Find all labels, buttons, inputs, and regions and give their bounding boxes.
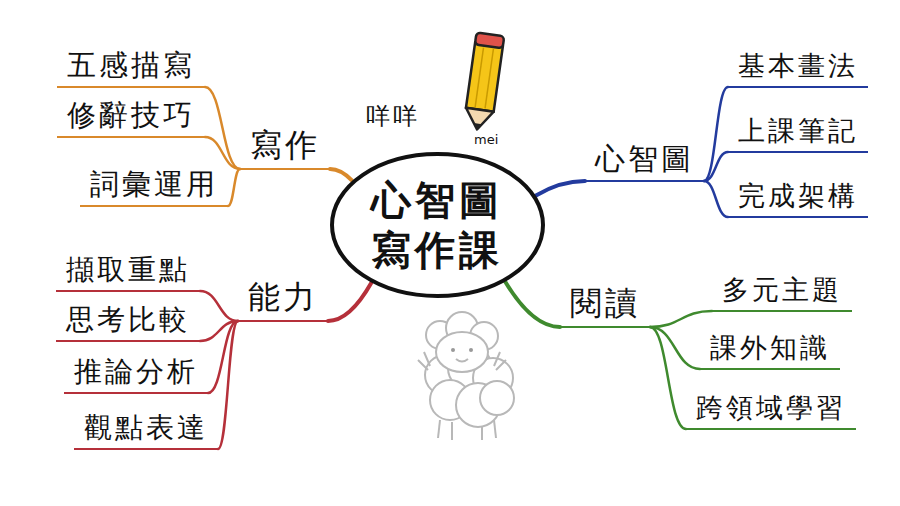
center-topic: 心智圖 寫作課: [330, 152, 545, 298]
center-ellipse: [330, 152, 545, 298]
topic-text: 閱讀: [570, 283, 640, 323]
branch-line: [218, 321, 238, 449]
branch-line: [205, 87, 240, 169]
topic-text: 多元主題: [722, 273, 842, 307]
branch-line: [200, 291, 238, 321]
topic-text: 寫作: [250, 125, 320, 165]
pencil-signature: mei: [474, 132, 498, 147]
topic-text: 完成架構: [738, 179, 858, 213]
branch-topic: 寫作: [240, 123, 330, 170]
topic-text: 心智圖: [595, 140, 694, 178]
branch-topic: 心智圖: [585, 138, 704, 183]
branch-topic: 課外知識: [700, 329, 840, 370]
branch-line: [205, 137, 240, 169]
branch-topic: 擷取重點: [56, 250, 200, 292]
branch-topic: 閱讀: [560, 281, 650, 328]
branch-line: [535, 181, 585, 196]
branch-topic: 跨領域學習: [686, 389, 856, 430]
branch-topic: 完成架構: [728, 177, 868, 218]
branch-topic: 思考比較: [56, 300, 200, 342]
topic-text: 修辭技巧: [67, 97, 195, 133]
topic-text: 詞彙運用: [90, 166, 218, 202]
branch-line: [704, 181, 728, 217]
ellipse-outline: [332, 154, 543, 296]
topic-text: 上課筆記: [738, 114, 858, 148]
branch-line: [650, 311, 712, 327]
branch-line: [228, 169, 240, 206]
topic-text: 基本畫法: [738, 49, 858, 83]
branch-topic: 基本畫法: [728, 47, 868, 88]
branch-topic: 五感描寫: [57, 45, 205, 88]
topic-text: 推論分析: [74, 354, 198, 389]
topic-text: 課外知識: [710, 331, 830, 365]
branch-topic: 詞彙運用: [80, 164, 228, 207]
branch-topic: 推論分析: [64, 352, 208, 394]
branch-line: [704, 152, 728, 181]
branch-topic: 上課筆記: [728, 112, 868, 153]
branch-topic: 修辭技巧: [57, 95, 205, 138]
branch-line: [650, 327, 686, 429]
sheep-drawing: [418, 312, 514, 440]
branch-topic: 能力: [238, 275, 328, 322]
branch-topic: 觀點表達: [74, 408, 218, 450]
author-name: 咩咩: [366, 100, 420, 132]
topic-text: 能力: [248, 277, 318, 317]
branch-line: [505, 281, 560, 327]
topic-text: 跨領域學習: [696, 391, 846, 425]
topic-text: 五感描寫: [67, 47, 195, 83]
branch-topic: 多元主題: [712, 271, 852, 312]
pencil-drawing: [463, 32, 504, 131]
center-title: 心智圖 寫作課: [369, 175, 505, 275]
topic-text: 觀點表達: [84, 410, 208, 445]
topic-text: 擷取重點: [66, 252, 190, 287]
branch-line: [704, 87, 728, 181]
branch-line: [328, 283, 371, 321]
topic-text: 思考比較: [66, 302, 190, 337]
branch-line: [330, 169, 352, 180]
